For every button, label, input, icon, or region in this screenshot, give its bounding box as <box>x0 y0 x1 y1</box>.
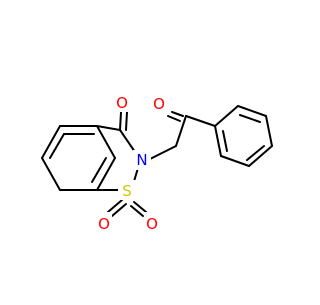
bond <box>220 155 250 167</box>
bond <box>96 125 121 131</box>
atom-o-amide: O <box>153 95 165 113</box>
label-backing <box>144 212 162 232</box>
bond <box>119 129 136 153</box>
bond <box>41 157 61 191</box>
bond <box>248 145 273 167</box>
atom-sulfur: S <box>122 182 132 200</box>
bond <box>175 115 187 147</box>
bond <box>96 157 116 191</box>
atom-o-ketone: O <box>116 94 128 112</box>
bond <box>91 157 107 183</box>
label-backing <box>118 180 136 200</box>
bond <box>246 145 265 161</box>
molecule-canvas: O O N S O O <box>41 92 273 233</box>
label-backing <box>94 212 112 232</box>
bond <box>41 125 61 159</box>
label-backing <box>112 92 132 112</box>
bond <box>133 201 147 213</box>
bond <box>185 115 216 127</box>
bond <box>119 111 122 131</box>
label-backing <box>150 94 168 114</box>
bond <box>237 105 267 117</box>
bond <box>222 130 228 152</box>
bond <box>239 114 261 123</box>
bond <box>147 145 177 161</box>
bond <box>111 203 127 217</box>
atom-o-sulfonyl-1: O <box>98 215 110 233</box>
bond <box>96 125 116 159</box>
bond <box>214 105 239 127</box>
bond <box>167 115 181 122</box>
atom-o-sulfonyl-2: O <box>146 215 158 233</box>
label-backing <box>133 150 151 170</box>
bond <box>125 111 128 131</box>
bond <box>107 199 123 213</box>
bond <box>214 125 222 157</box>
atom-nitrogen: N <box>136 151 147 169</box>
bond <box>171 111 184 117</box>
bond <box>130 205 144 217</box>
structure-diagram: O O N S O O <box>41 92 273 233</box>
bond <box>265 115 273 147</box>
bond <box>49 133 65 159</box>
